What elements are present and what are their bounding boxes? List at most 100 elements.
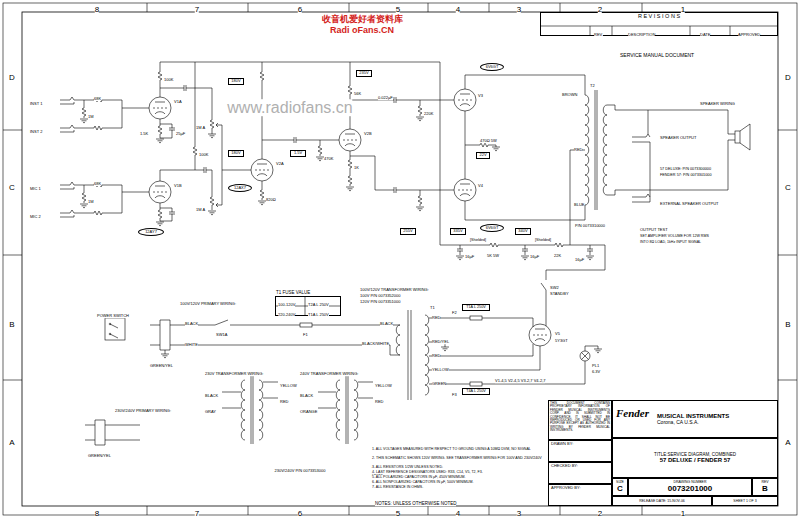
label-box: BLACK/WHITE — [362, 331, 389, 349]
label-box: SW2 — [550, 275, 559, 293]
label-box: 25µF — [176, 121, 185, 139]
label-box: 1 — [681, 502, 685, 518]
fuse-box: T4A L 250V — [462, 388, 490, 395]
part-label: SW1A — [216, 332, 227, 337]
value-label: T1A L 250V — [308, 312, 329, 317]
label-box: 5. ALL POLARIZED CAPACITORS IN µF, 450V … — [372, 464, 544, 482]
label-box: BLUE — [574, 192, 584, 210]
node-text: 1.5V — [294, 151, 302, 156]
label-box: 1M A — [196, 115, 205, 133]
label-box: 6 — [298, 502, 302, 518]
label-box: 3 — [517, 502, 521, 518]
label-box: 1K — [354, 155, 359, 173]
value-label: 100-120V — [278, 302, 295, 307]
part-label: V1B — [174, 183, 182, 188]
node-text: TITLE:SERVICE DIAGRAM, COMBINED — [654, 452, 736, 457]
label-box: V3 — [478, 83, 483, 101]
label-box: BLACK — [380, 311, 393, 329]
label-box: SET AMPLIFIER VOLUME FOR 12W RMS — [640, 223, 709, 241]
part-label: MIC 1 — [30, 186, 41, 191]
wire-color: RED — [375, 399, 383, 404]
value-label: 68K — [94, 96, 101, 101]
label-box: 230V/240V PRIMARY WIRING: — [115, 398, 171, 416]
label-box: [Shielded] — [535, 227, 551, 245]
label-box: NOTES: UNLESS OTHERWISE NOTED — [375, 491, 456, 509]
voltage-box: 180V — [228, 78, 244, 85]
node-text: THIS DOCUMENT CONTAINS PROPRIETARY INFOR… — [550, 402, 610, 433]
label-box: V2A — [276, 151, 284, 169]
label-box: 3. ALL RESISTORS 1/2W UNLESS NOTED. — [372, 454, 544, 472]
heading-text: 100V/120V TRANSFORMER WIRING: — [360, 287, 429, 292]
heading-text: 100V/120V PRIMARY WIRING: — [180, 301, 236, 306]
label-box: REV. — [594, 22, 603, 40]
wire-color: RED — [432, 315, 440, 320]
part-label: INST 1 — [30, 101, 42, 106]
note-text: 3. ALL RESISTORS 1/2W UNLESS NOTED. — [372, 465, 443, 469]
part-label: 5Y3GT — [555, 338, 568, 343]
label-box: RED — [574, 137, 582, 155]
label-box: 68K — [94, 86, 101, 104]
tube-type-oval: 6V6GT — [480, 63, 504, 71]
wire-color: BLACK — [300, 393, 313, 398]
label-box: V2B — [364, 121, 372, 139]
label-box: 22K — [554, 243, 561, 261]
title-cell: REVB — [752, 478, 778, 496]
label-box: 1M A — [196, 197, 205, 215]
grid-number: 5 — [396, 5, 400, 14]
note-text: 6. ALL NONPOLARIZED CAPACITORS IN µF, 50… — [372, 480, 473, 484]
label-box: MIC 2 — [30, 204, 41, 222]
title-cell: RELEASE DATE: 15-NOV-06 — [612, 496, 712, 506]
node-text: MUSICAL INSTRUMENTS — [657, 413, 729, 420]
voltage-box: 180V — [228, 150, 244, 157]
part-label: V3 — [478, 93, 483, 98]
watermark-text: Radi oFans.CN — [330, 25, 394, 35]
grid-number: D — [9, 73, 15, 82]
value-label: 470K — [324, 156, 333, 161]
node-text: T4A L 250V — [466, 389, 486, 393]
grid-number: 8 — [95, 509, 99, 518]
label-box: DATE — [700, 22, 710, 40]
part-label: T2 — [590, 83, 595, 88]
voltage-box: 340V — [515, 228, 531, 235]
note-text: 7. ALL RESISTANCE IN OHMS. — [372, 485, 423, 489]
node-text: 6V6GT — [486, 226, 499, 231]
value-label: 1M A — [196, 125, 205, 130]
part-label: T1 — [430, 305, 435, 310]
label-box: SPEAKER WIRING — [700, 91, 735, 109]
label-box: INTO 8Ω LOAD, 1kHz INPUT SIGNAL — [640, 229, 701, 247]
note-text: SET AMPLIFIER VOLUME FOR 12W RMS — [640, 234, 709, 238]
label-box: F3 — [452, 382, 457, 400]
heading-text: POWER SWITCH — [97, 313, 129, 318]
value-label: 1M — [88, 114, 94, 119]
title-cell: SHEET 1 OF 3 — [712, 496, 778, 506]
value-label: 100K — [199, 152, 208, 157]
grid-number: 2 — [598, 5, 602, 14]
value-label: 56K — [354, 91, 361, 96]
label-box: SERVICE MANUAL DOCUMENT — [620, 43, 694, 61]
label-box: B — [9, 313, 14, 331]
value-label: 0.022µF — [378, 95, 393, 100]
wire-color: BLACK — [185, 321, 198, 326]
node-text: 22V — [479, 153, 486, 158]
tube-type-oval: 12AX7 — [228, 184, 252, 192]
label-box: 2 — [598, 0, 602, 16]
label-box: V5 — [555, 321, 560, 339]
node-text: RELEASE DATE: 15-NOV-06 — [639, 499, 685, 503]
note-text: [Shielded] — [470, 238, 486, 242]
part-label: V1A — [174, 99, 182, 104]
label-box: 470K — [324, 146, 333, 164]
heading-text: DATE — [700, 32, 710, 37]
voltage-box: 335V — [450, 228, 466, 235]
label-box: P/N 0073310000 — [575, 213, 605, 231]
note-text: V1-4,5 V2-4,5 V3-2,7 V4-2,7 — [495, 378, 545, 383]
part-label: V2B — [364, 131, 372, 136]
voltage-box: 235V — [356, 70, 372, 77]
value-label: 820Ω — [266, 197, 276, 202]
title-cell: SIZEC — [612, 478, 628, 496]
node-text: CHECKED BY: — [551, 464, 578, 469]
part-label: V5 — [555, 331, 560, 336]
label-box: 56K — [354, 81, 361, 99]
label-box: RED/YEL — [432, 329, 449, 347]
grid-number: 8 — [95, 5, 99, 14]
label-box: F1 — [303, 322, 308, 340]
